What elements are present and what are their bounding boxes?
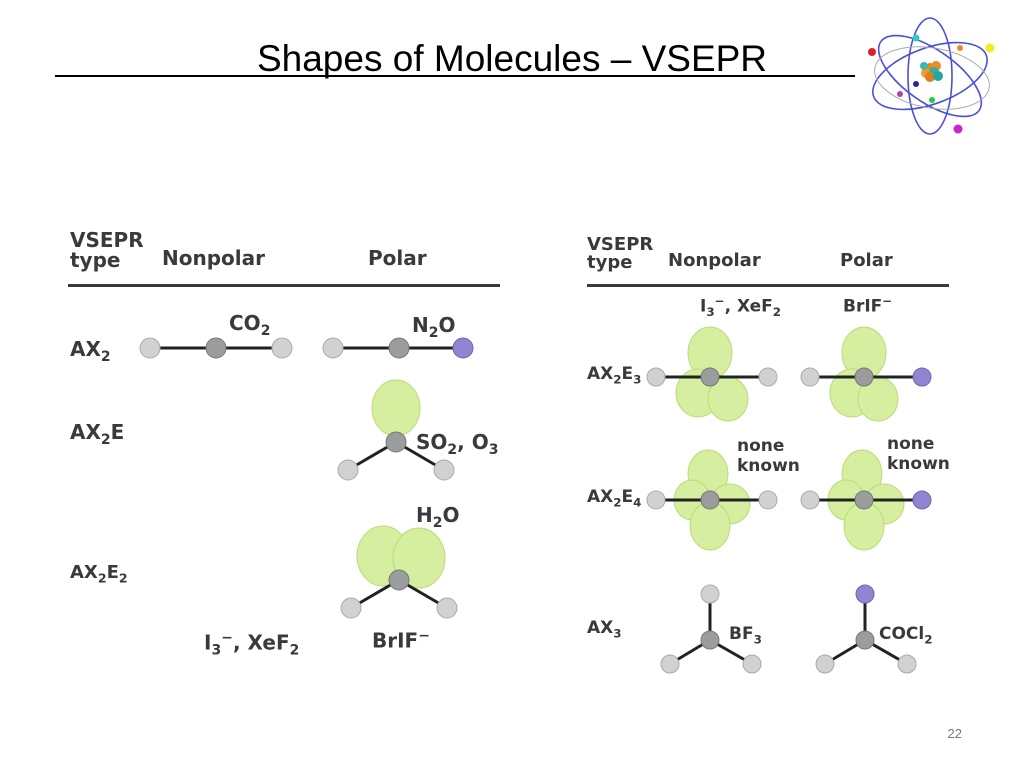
ax2e3-nonpolar-molecule [646,326,778,422]
header-rule-right [587,284,949,287]
atom-logo-icon [868,17,995,135]
ax2e4-polar-molecule [800,449,932,551]
row-label-ax2e4: AX2E4 [587,487,642,510]
bf3-molecule [660,584,762,674]
n2o-molecule [322,337,474,359]
label-n2o: N2O [412,313,456,341]
label-i3-xef2: I3−, XeF2 [204,630,300,659]
header-rule [68,284,500,287]
slide-title: Shapes of Molecules – VSEPR [256,38,768,79]
label-h2o: H2O [416,503,460,531]
row-label-ax2e: AX2E [70,420,125,448]
page-number: 22 [947,726,962,741]
label-cocl2: COCl2 [879,624,933,647]
header-polar-right: Polar [840,250,893,271]
cocl2-molecule [815,584,917,674]
ax2e4-nonpolar-molecule [646,449,778,551]
co2-molecule [139,337,293,359]
label-brif: BrIF− [372,628,430,653]
label-so2-o3: SO2, O3 [416,430,499,458]
ax2e3-polar-molecule [800,326,932,422]
header-nonpolar-right: Nonpolar [668,250,761,271]
row-label-ax2e3: AX2E3 [587,364,642,387]
header-polar: Polar [368,246,427,270]
so2-molecule [337,379,455,481]
label-co2: CO2 [229,311,271,339]
row-label-ax3: AX3 [587,618,622,641]
header-nonpolar: Nonpolar [162,246,265,270]
label-brif-right: BrIF− [843,294,893,317]
label-i3-xef2-right: I3−, XeF2 [700,294,782,320]
label-bf3: BF3 [729,624,762,647]
row-label-ax2: AX2 [70,337,111,365]
title-underline [55,75,855,77]
h2o-molecule [340,525,458,619]
row-label-ax2e2: AX2E2 [70,562,128,586]
